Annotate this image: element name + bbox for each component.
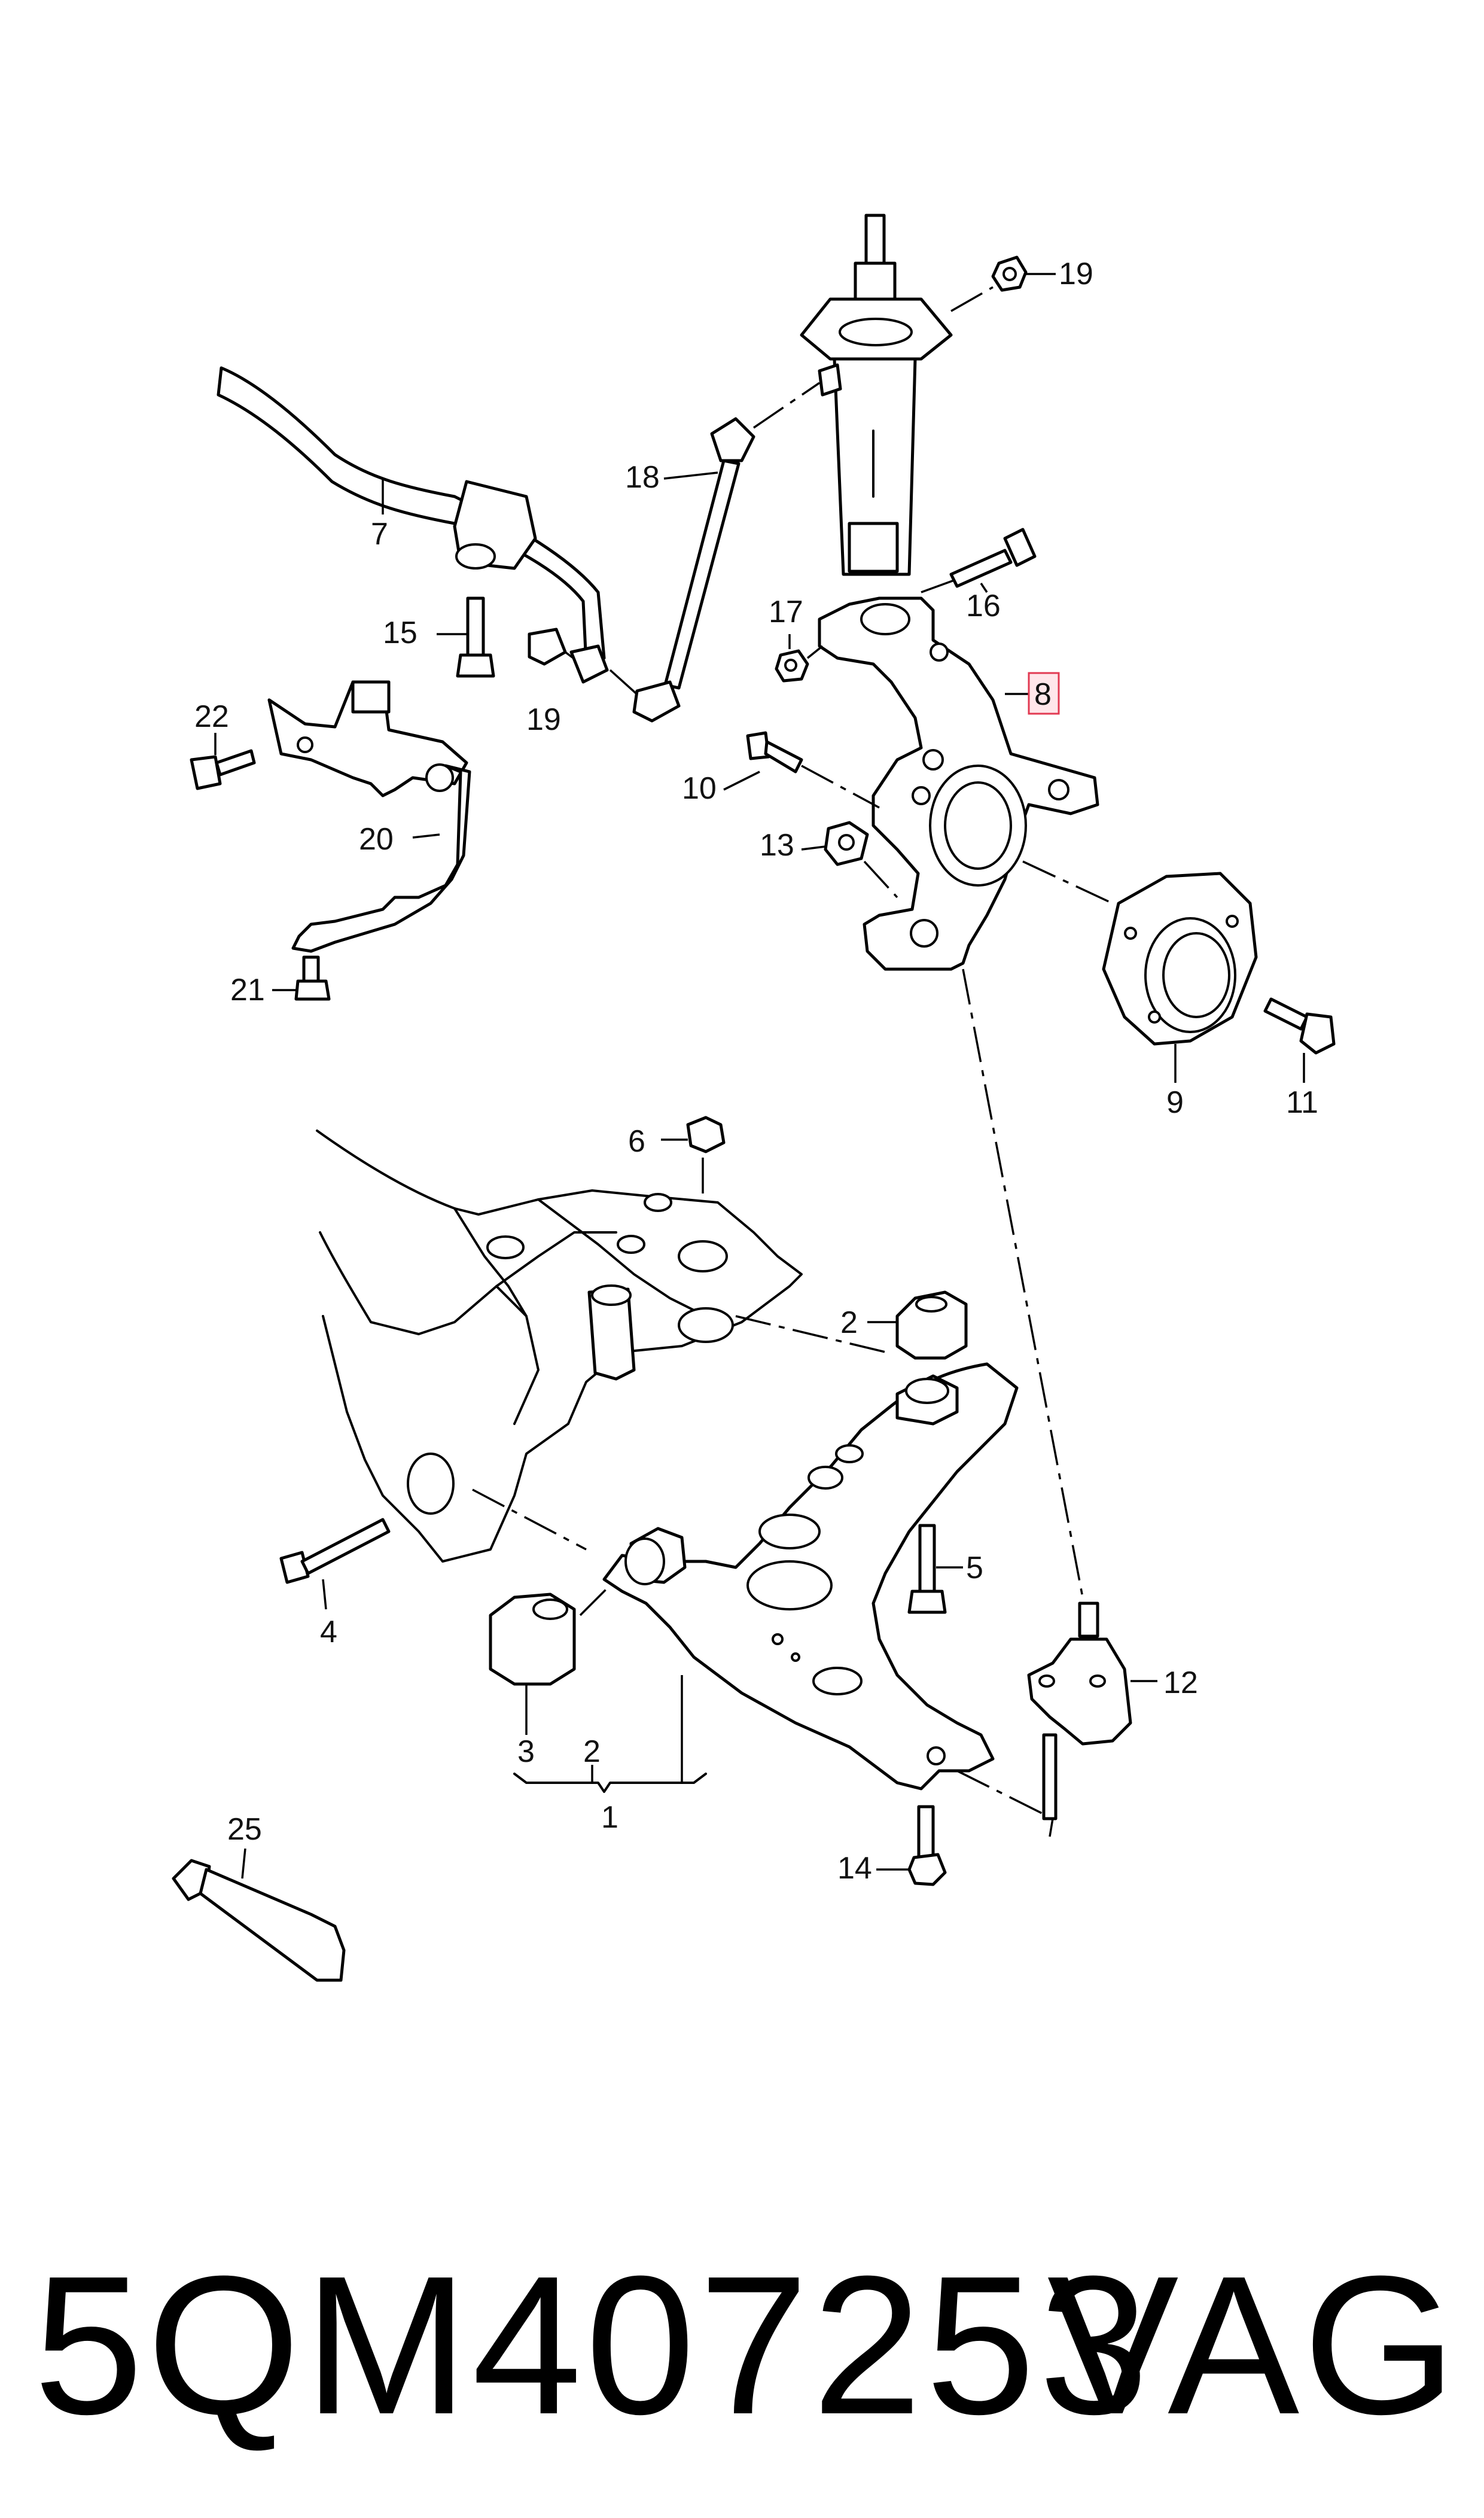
group-bracket-1 (513, 1675, 707, 1793)
coupling-rod (569, 382, 820, 723)
bolt-15 (437, 596, 495, 678)
callout-label: 12 (1163, 1666, 1198, 1700)
bolt-10 (723, 731, 880, 809)
bushing-2-upper (867, 1290, 968, 1360)
callout-labels: 7 15 19 18 19 16 17 8 10 13 22 20 21 9 1… (194, 257, 1318, 1886)
callout-label: 2 (840, 1305, 858, 1340)
callout-label: 20 (359, 822, 394, 857)
callout-label: 19 (526, 702, 561, 737)
bushing-3 (489, 1584, 611, 1735)
callout-label: 4 (320, 1615, 337, 1649)
nut-21 (272, 955, 331, 1001)
wheel-hub (1022, 860, 1258, 1083)
callout-label: 17 (769, 595, 803, 629)
part-number-label: 5QM407253 (33, 2234, 1153, 2455)
callout-label: 14 (837, 1851, 872, 1886)
callout-label: 5 (966, 1551, 983, 1585)
nut-14 (876, 1805, 947, 1886)
grease-tube (172, 1848, 346, 1982)
callout-label: 22 (194, 699, 229, 734)
callout-label: 18 (625, 460, 660, 495)
callout-label: 25 (227, 1812, 262, 1847)
bolt-11 (1263, 997, 1336, 1083)
brand-label: VAG (1047, 2234, 1460, 2455)
shock-absorber (800, 214, 994, 576)
nut-19-upper (991, 255, 1056, 292)
callout-label: 19 (1059, 257, 1093, 291)
callout-label: 1 (601, 1800, 618, 1835)
callout-label: 11 (1286, 1085, 1318, 1120)
ball-joint (962, 969, 1157, 1837)
wheel-bearing-housing (818, 596, 1099, 971)
nut-19-lower (528, 628, 578, 666)
bolt-16 (921, 528, 1037, 593)
bolt-22 (190, 733, 256, 790)
callout-label: 13 (760, 828, 794, 863)
callout-label: 10 (682, 771, 717, 806)
callout-label: 3 (517, 1734, 535, 1769)
control-arm (602, 1362, 1053, 1820)
level-sensor (267, 680, 471, 953)
subframe (316, 1129, 886, 1563)
footer: 5QM407253 VAG (0, 2225, 1484, 2477)
callout-label: 16 (966, 589, 1001, 623)
callout-label: 7 (371, 517, 388, 552)
callout-label: 9 (1166, 1085, 1184, 1120)
callout-label: 15 (383, 616, 418, 650)
nut-13 (801, 821, 898, 899)
bolt-5 (907, 1524, 963, 1614)
bolt-4 (279, 1518, 391, 1610)
callout-label: 6 (628, 1124, 645, 1159)
highlight-box-8 (1028, 672, 1060, 715)
callout-label-highlighted: 8 (1034, 677, 1052, 712)
callout-label: 21 (230, 973, 265, 1007)
stabilizer-bar-clamp (382, 479, 537, 570)
nut-6 (661, 1116, 726, 1153)
callout-label: 2 (583, 1734, 601, 1769)
nut-17 (775, 634, 824, 683)
